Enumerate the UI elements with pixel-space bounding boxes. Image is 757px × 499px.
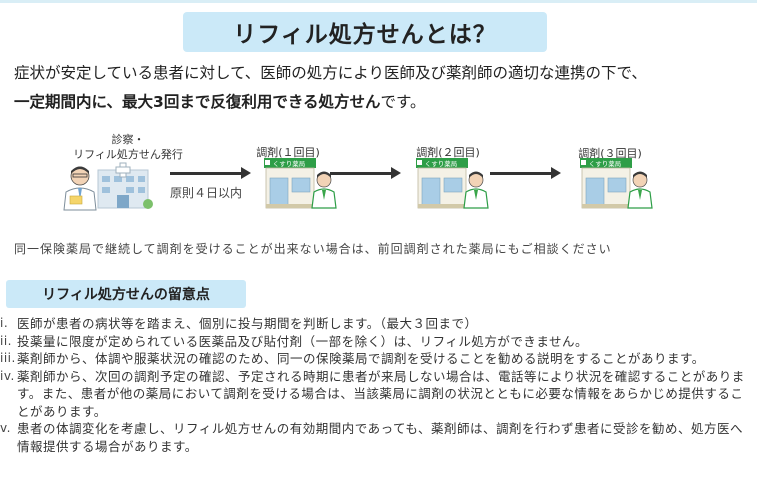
list-item: v. 患者の体調変化を考慮し、リフィル処方せんの有効期間内であっても、薬剤師は、調…: [0, 420, 750, 455]
list-item-text: 医師が患者の病状等を踏まえ、個別に投与期間を判断します。（最大３回まで）: [17, 316, 478, 331]
pharmacy-sign-text: くすり薬局: [425, 159, 458, 168]
flow-arrow-1: [170, 167, 251, 179]
title-banner: リフィル処方せんとは？: [183, 12, 547, 52]
page-title: リフィル処方せんとは？: [233, 22, 497, 48]
pharmacy-illustration-1: くすり薬局: [264, 158, 337, 209]
step0-label-line1: 診察・: [111, 133, 145, 146]
flow-arrow-3: [490, 167, 561, 179]
list-item-text: 薬剤師から、次回の調剤予定の確認、予定される時期に患者が来局しない場合は、電話等…: [17, 368, 745, 419]
pharmacy-illustration-3: くすり薬局: [580, 158, 653, 209]
lead-suffix: です。: [380, 93, 426, 111]
list-item-number: ii.: [0, 333, 12, 348]
doctor-hospital-illustration: [63, 162, 153, 211]
list-item-text: 薬剤師から、体調や服薬状況の確認のため、同一の保険薬局で調剤を受けることを勧める…: [17, 351, 705, 366]
consult-note: 同一保険薬局で継続して調剤を受けることが出来ない場合は、前回調剤された薬局にもご…: [14, 242, 612, 256]
list-item-text: 投薬量に限度が定められている医薬品及び貼付剤（一部を除く）は、リフィル処方ができ…: [17, 333, 589, 349]
step3-label: 調剤(３回目): [578, 147, 642, 160]
list-item: ii. 投薬量に限度が定められている医薬品及び貼付剤（一部を除く）は、リフィル処方…: [0, 333, 750, 351]
step2-label: 調剤(２回目): [416, 146, 480, 159]
step0-label-line2: リフィル処方せん発行: [73, 148, 183, 161]
list-item-number: v.: [0, 421, 11, 435]
section-heading: リフィル処方せんの留意点: [6, 280, 246, 308]
step1-label: 調剤(１回目): [256, 146, 320, 159]
top-border: [0, 0, 757, 3]
pharmacy-sign-text: くすり薬局: [273, 159, 306, 168]
list-item-number: iv.: [0, 368, 15, 383]
list-item-text: 患者の体調変化を考慮し、リフィル処方せんの有効期間内であっても、薬剤師は、調剤を…: [17, 421, 744, 454]
list-item-number: iii.: [0, 351, 16, 365]
flow-arrow-2: [330, 167, 401, 179]
list-item: iv.薬剤師から、次回の調剤予定の確認、予定される時期に患者が来局しない場合は、…: [0, 368, 750, 421]
lead-line-1: 症状が安定している患者に対して、医師の処方により医師及び薬剤師の適切な連携の下で…: [14, 64, 647, 82]
list-item: i. 医師が患者の病状等を踏まえ、個別に投与期間を判断します。（最大３回まで）: [0, 315, 750, 333]
list-item-number: i.: [0, 316, 9, 330]
pharmacy-sign-text: くすり薬局: [589, 159, 622, 168]
pharmacy-illustration-2: くすり薬局: [416, 158, 489, 209]
notes-list: i. 医師が患者の病状等を踏まえ、個別に投与期間を判断します。（最大３回まで） i…: [0, 315, 750, 455]
lead-emphasis: 一定期間内に、最大3回まで反復利用できる処方せん: [14, 93, 381, 111]
interval-note: 原則４日以内: [170, 186, 243, 200]
list-item: iii.薬剤師から、体調や服薬状況の確認のため、同一の保険薬局で調剤を受けること…: [0, 350, 750, 368]
lead-line-2: 一定期間内に、最大3回まで反復利用できる処方せんです。: [14, 89, 754, 115]
